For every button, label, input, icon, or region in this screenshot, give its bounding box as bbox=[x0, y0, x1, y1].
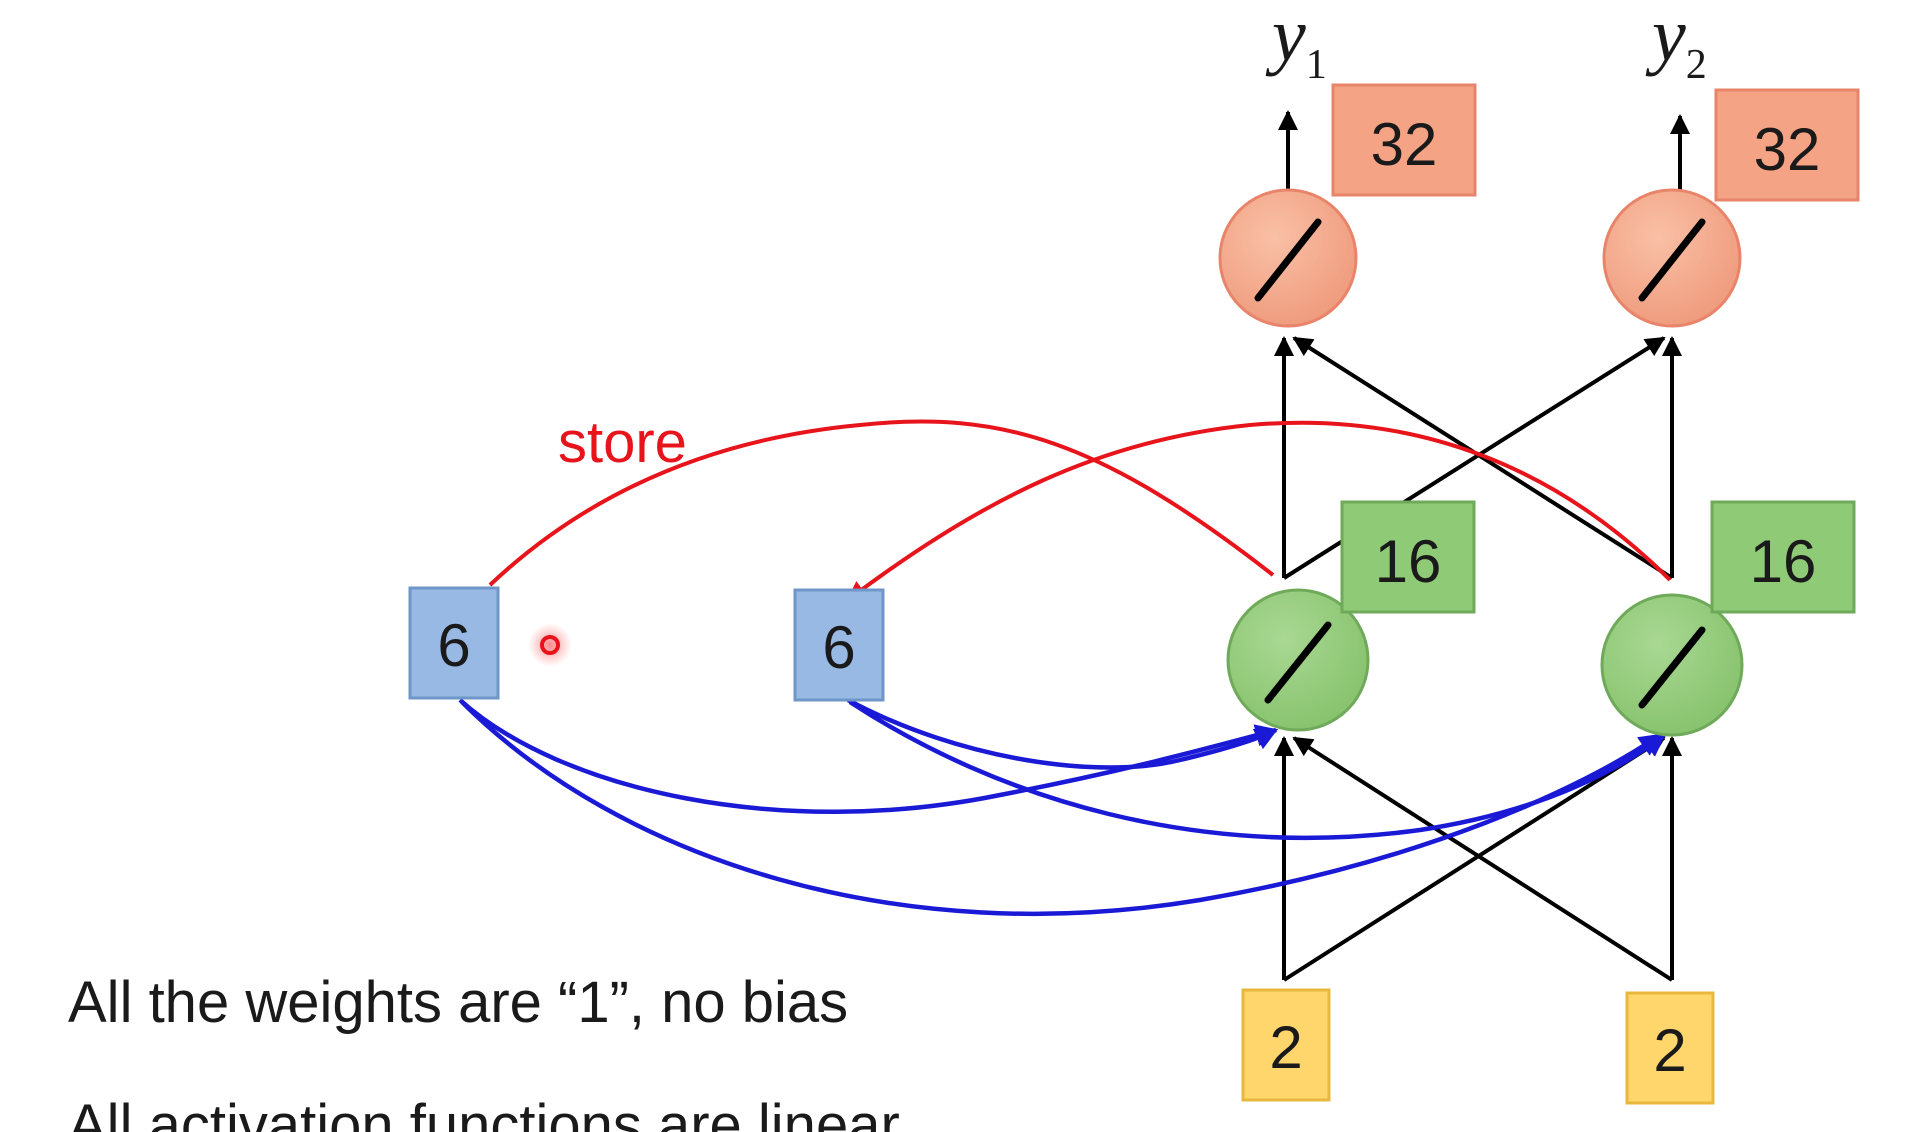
note-activations: All activation functions are linear bbox=[68, 1093, 900, 1132]
output-value-box-2: 32 bbox=[1714, 88, 1860, 202]
memory2-to-hidden2-arrow bbox=[848, 700, 1666, 840]
input-box-2: 2 bbox=[1625, 991, 1715, 1105]
hidden-value-box-1: 16 bbox=[1340, 500, 1476, 614]
memory1-to-hidden2-arrow bbox=[460, 700, 1662, 916]
linear-activation-icon bbox=[1254, 218, 1322, 302]
linear-activation-icon bbox=[1638, 218, 1706, 302]
memory-cell-2: 6 bbox=[793, 588, 885, 702]
output-arrows bbox=[1278, 110, 1690, 190]
output-label-y2: y2 bbox=[1645, 0, 1707, 88]
linear-activation-icon bbox=[1638, 626, 1706, 709]
store-arrows bbox=[488, 419, 1672, 602]
memory2-to-hidden1-arrow bbox=[846, 698, 1279, 770]
output-label-y1: y1 bbox=[1265, 0, 1327, 88]
output-value-box-1: 32 bbox=[1331, 83, 1477, 197]
output-value-2: 32 bbox=[1754, 116, 1821, 183]
hidden-value-1: 16 bbox=[1375, 528, 1442, 595]
input-value-1: 2 bbox=[1269, 1014, 1302, 1081]
input-box-1: 2 bbox=[1241, 988, 1331, 1102]
memory-value-1: 6 bbox=[437, 612, 470, 679]
arrow-hidden2-output1 bbox=[1292, 336, 1674, 580]
store-arrow-hidden2-memory2 bbox=[846, 420, 1672, 602]
store-arrow-hidden1-memory1 bbox=[488, 419, 1275, 587]
hidden-neuron-2 bbox=[1600, 593, 1744, 737]
output-neuron-2 bbox=[1602, 188, 1742, 328]
hidden-value-box-2: 16 bbox=[1710, 500, 1856, 614]
arrow-input2-hidden1 bbox=[1292, 736, 1674, 982]
output-neuron-1 bbox=[1218, 188, 1358, 328]
output-value-1: 32 bbox=[1371, 111, 1438, 178]
hidden-value-2: 16 bbox=[1750, 528, 1817, 595]
memory1-to-hidden1-arrow bbox=[458, 698, 1279, 814]
linear-activation-icon bbox=[1264, 621, 1332, 704]
hidden-neuron-1 bbox=[1226, 588, 1370, 732]
arrow-input1-hidden2 bbox=[1282, 736, 1666, 982]
note-weights: All the weights are “1”, no bias bbox=[68, 970, 848, 1035]
input-to-hidden-arrows bbox=[1274, 736, 1682, 982]
memory-value-2: 6 bbox=[822, 614, 855, 681]
memory-cell-1: 6 bbox=[408, 586, 500, 700]
input-value-2: 2 bbox=[1653, 1017, 1686, 1084]
memory-arrows bbox=[458, 698, 1666, 916]
store-label: store bbox=[558, 410, 687, 475]
pointer-dot bbox=[528, 623, 572, 667]
